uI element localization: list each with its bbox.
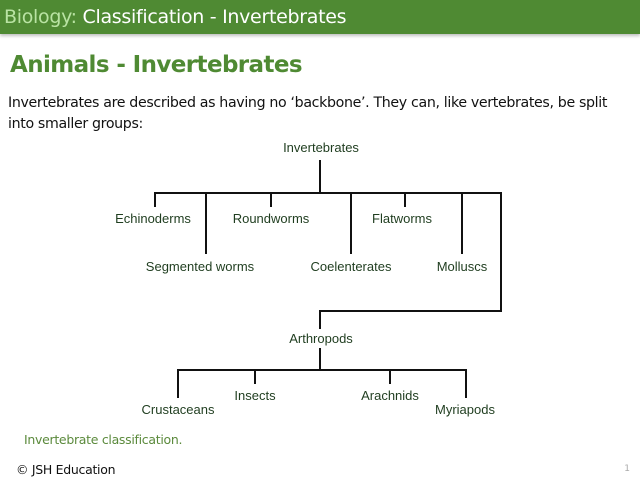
node-arthropods: Arthropods <box>289 331 353 346</box>
connector-line <box>270 192 272 207</box>
connector-line <box>465 369 467 398</box>
intro-text: Invertebrates are described as having no… <box>8 95 608 132</box>
connector-line <box>461 192 463 254</box>
node-coelenterates: Coelenterates <box>310 259 392 274</box>
node-segmented-worms: Segmented worms <box>145 259 255 274</box>
node-myriapods: Myriapods <box>435 402 495 417</box>
header-topic: Classification - Invertebrates <box>82 6 347 28</box>
connector-line <box>177 369 467 371</box>
header-subject: Biology: <box>4 6 77 28</box>
connector-line <box>254 369 256 384</box>
header-bar: Biology: Classification - Invertebrates <box>0 0 640 34</box>
connector-line <box>500 192 502 312</box>
connector-line <box>154 192 502 194</box>
connector-line <box>205 192 207 254</box>
node-arachnids: Arachnids <box>361 388 419 403</box>
connector-line <box>389 369 391 384</box>
header-title: Biology: Classification - Invertebrates <box>4 4 347 30</box>
connector-line <box>404 192 406 207</box>
node-invertebrates: Invertebrates <box>283 140 359 155</box>
footer-copyright: © JSH Education <box>16 462 116 477</box>
connector-line <box>319 160 321 193</box>
node-echinoderms: Echinoderms <box>115 211 191 226</box>
connector-line <box>350 192 352 254</box>
node-flatworms: Flatworms <box>372 211 432 226</box>
node-crustaceans: Crustaceans <box>141 402 215 417</box>
connector-line <box>319 310 321 329</box>
connector-line <box>177 369 179 398</box>
connector-line <box>319 348 321 371</box>
connector-line <box>154 192 156 207</box>
node-insects: Insects <box>234 388 276 403</box>
connector-line <box>319 310 502 312</box>
node-molluscs: Molluscs <box>436 259 488 274</box>
node-roundworms: Roundworms <box>232 211 310 226</box>
figure-caption: Invertebrate classification. <box>24 432 183 447</box>
page-number: 1 <box>624 464 630 474</box>
page-title: Animals - Invertebrates <box>10 52 303 78</box>
